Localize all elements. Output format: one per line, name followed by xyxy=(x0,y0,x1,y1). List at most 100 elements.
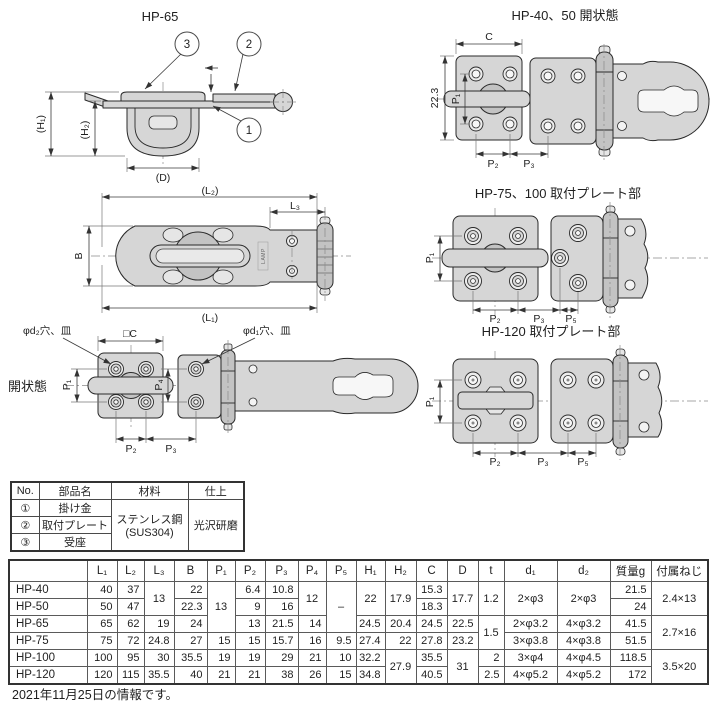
spec-cell: 24 xyxy=(173,615,208,633)
part-name: 掛け金 xyxy=(38,499,112,517)
spec-cell: 24.5 xyxy=(355,615,386,633)
spec-cell: 24.5 xyxy=(415,615,448,633)
drawing-hp4050-open: HP-40、50 開状態 C 22.3 P₁ P₂ P₃ xyxy=(418,6,713,178)
callout-2-label: 2 xyxy=(246,39,252,51)
slot-bar xyxy=(457,391,534,410)
spec-cell: 100 xyxy=(86,649,118,667)
spec-cell: 31 xyxy=(446,649,479,685)
dimension-arrowhead xyxy=(473,450,481,456)
dimension-arrowhead xyxy=(74,394,80,402)
dimension-arrowhead xyxy=(568,450,576,456)
drawing-title-hp65: HP-65 xyxy=(142,9,179,24)
spec-cell: 2×φ3 xyxy=(503,581,558,616)
spec-header-cell: 質量g xyxy=(609,559,652,582)
spec-header-cell: C xyxy=(415,559,448,582)
dimension-arrowhead xyxy=(234,83,240,91)
hinge-barrel xyxy=(595,51,614,151)
spec-cell: 9 xyxy=(234,598,266,616)
spec-cell: 24 xyxy=(609,598,652,616)
dimension-arrowhead xyxy=(476,151,484,157)
dimension-arrowhead xyxy=(514,41,522,47)
spec-header-cell: L₁ xyxy=(86,559,118,582)
drawing-title-hp4050: HP-40、50 開状態 xyxy=(512,8,619,23)
dome-body xyxy=(126,107,200,157)
drawing-title-hp120: HP-120 取付プレート部 xyxy=(482,324,621,339)
spec-cell: 21.5 xyxy=(264,615,299,633)
dimension-arrowhead xyxy=(86,226,92,234)
dimension-arrowhead xyxy=(502,151,510,157)
dimension-arrowhead xyxy=(560,450,568,456)
spec-cell: 26 xyxy=(297,666,327,685)
dimension-arrowhead xyxy=(92,148,98,156)
spec-cell: 65 xyxy=(86,615,118,633)
spec-cell: 9.5 xyxy=(325,632,357,650)
dome-inner-line xyxy=(134,108,192,149)
spec-cell: 62 xyxy=(116,615,145,633)
spec-cell: 118.5 xyxy=(609,649,652,667)
product-name-cell: HP-65 xyxy=(8,615,88,633)
dim-label-p3: P₃ xyxy=(523,158,534,170)
hole-note-d2: φd₂穴、皿 xyxy=(23,324,72,337)
dimension-arrowhead xyxy=(437,273,443,281)
dim-label-l3: L₃ xyxy=(290,200,300,212)
spec-cell: 15 xyxy=(325,666,357,685)
spec-cell: 35.5 xyxy=(143,666,175,685)
dimension-arrowhead xyxy=(473,307,481,313)
hasp-arm-folded xyxy=(87,376,174,395)
spec-cell: 13 xyxy=(206,581,236,633)
spec-header-cell: d₁ xyxy=(503,559,558,582)
spec-cell: 14 xyxy=(297,615,327,633)
dimension-arrowhead xyxy=(510,307,518,313)
material-line1: ステンレス鋼 xyxy=(116,514,183,526)
spec-cell: 3.5×20 xyxy=(650,649,709,685)
spec-cell: 35.5 xyxy=(173,649,208,667)
dim-label-l2: (L₂) xyxy=(202,185,219,197)
dim-label-h1: (H₁) xyxy=(35,115,47,133)
spec-cell: 15 xyxy=(206,632,236,650)
spec-cell: 17.7 xyxy=(446,581,479,616)
dimension-arrowhead xyxy=(191,165,199,171)
drawing-hp75100-plates: HP-75、100 取付プレート部 P₁ P₂ P₃ P₅ xyxy=(418,186,713,326)
dimension-arrowhead xyxy=(127,165,135,171)
material-line2: (SUS304) xyxy=(125,527,174,539)
hinge-barrel xyxy=(602,211,619,308)
spec-cell: 19 xyxy=(143,615,175,633)
dimension-arrowhead xyxy=(155,338,163,344)
product-name-cell: HP-120 xyxy=(8,666,88,685)
dimension-arrowhead xyxy=(116,436,124,442)
part-name: 受座 xyxy=(38,533,112,552)
keyhole-slot xyxy=(332,372,394,400)
parts-header-material: 材料 xyxy=(110,481,189,500)
dim-label-l1: (L₁) xyxy=(202,312,218,324)
spec-cell: 16 xyxy=(297,632,327,650)
spec-header-cell: H₂ xyxy=(384,559,417,582)
spec-cell: 75 xyxy=(86,632,118,650)
oval-screw-head xyxy=(162,227,184,243)
dim-label-p2: P₂ xyxy=(489,313,500,325)
spec-cell: 24.8 xyxy=(143,632,175,650)
drawing-closed-top-view: LAMP (L₂) L₃ B (L₁) xyxy=(55,183,405,325)
dimension-arrowhead xyxy=(202,358,210,364)
dim-label-c: □C xyxy=(123,328,137,340)
spec-cell: 115 xyxy=(116,666,145,685)
hasp-tongue-plate xyxy=(234,357,419,415)
plate-hole xyxy=(286,235,298,277)
parts-header-name: 部品名 xyxy=(38,481,112,500)
knob xyxy=(148,115,178,130)
spec-cell: 22 xyxy=(173,581,208,599)
spec-cell: 19 xyxy=(234,649,266,667)
callout-circle-3 xyxy=(174,31,200,57)
dimension-arrowhead xyxy=(165,369,171,377)
dimension-arrowhead xyxy=(208,84,214,92)
spec-header-cell: 付属ねじ xyxy=(650,559,709,582)
dimension-arrowhead xyxy=(213,106,221,112)
product-name-cell: HP-100 xyxy=(8,649,88,667)
spec-header-cell: P₃ xyxy=(264,559,299,582)
part-no: ② xyxy=(10,516,40,534)
spec-header-cell: B xyxy=(173,559,208,582)
dim-label-p3: P₃ xyxy=(533,313,544,325)
spec-cell: 2.5 xyxy=(477,666,505,685)
dim-label-223: 22.3 xyxy=(429,88,441,109)
